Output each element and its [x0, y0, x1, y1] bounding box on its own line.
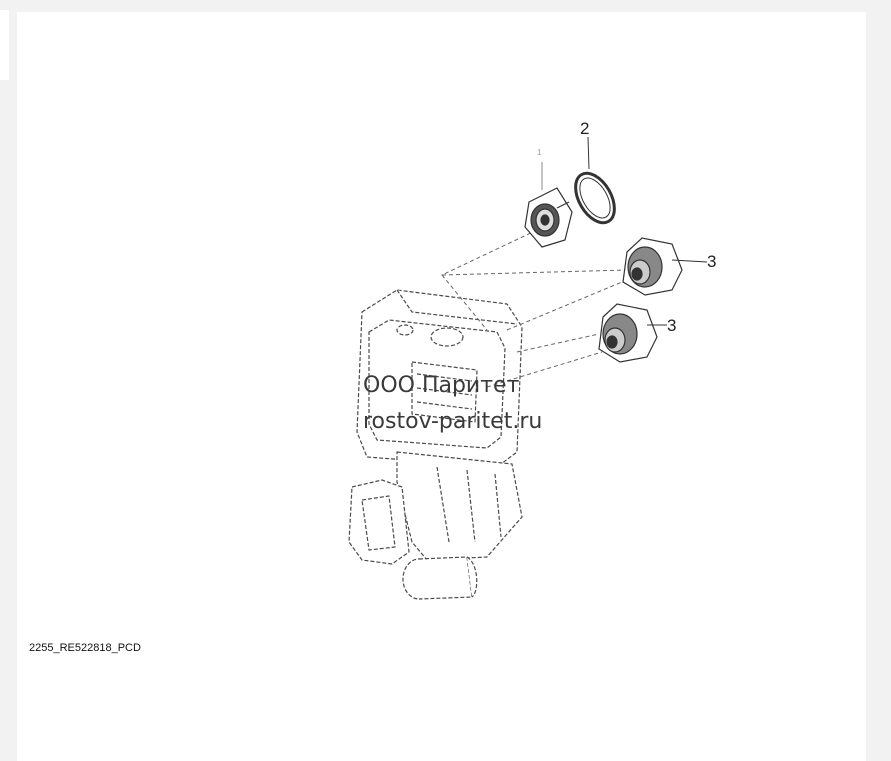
explode-lines [441, 229, 628, 388]
callout-label-3-lower: 3 [667, 316, 677, 335]
callout-label-3-upper: 3 [707, 252, 717, 271]
thermostat-housing [348, 289, 523, 600]
thermostat-part-3-lower [598, 303, 667, 363]
o-ring-part-2 [574, 136, 616, 225]
parts-diagram-sheet: 1 2 3 3 ООО Паритет rostov-paritet.ru 22… [17, 12, 866, 761]
watermark-website: rostov-paritet.ru [363, 409, 543, 434]
watermark-company: ООО Паритет [363, 373, 520, 398]
callout-label-2: 2 [580, 119, 590, 138]
side-panel-edge [0, 10, 9, 80]
thermostat-part-3-upper [622, 237, 708, 296]
callout-label-1: 1 [537, 148, 542, 157]
figure-id: 2255_RE522818_PCD [29, 642, 141, 654]
thermostat-part-1 [524, 162, 573, 248]
exploded-parts-drawing [348, 136, 708, 600]
